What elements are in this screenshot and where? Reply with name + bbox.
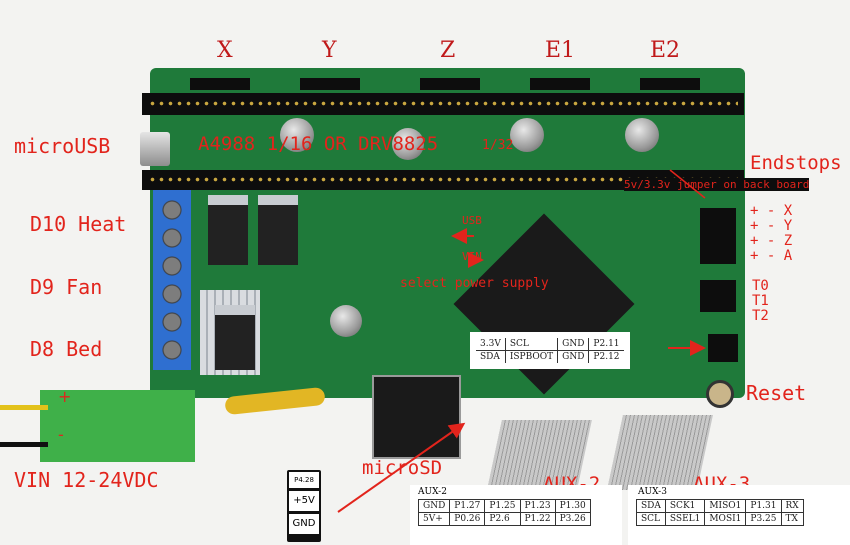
- axis-label-y: Y: [322, 38, 337, 63]
- table-cell: ISPBOOT: [504, 350, 559, 367]
- table-cell: MISO1: [704, 499, 747, 513]
- power-header-gnd: GND: [289, 514, 319, 534]
- power-wire-black: [0, 442, 48, 447]
- table-cell: TX: [780, 512, 804, 526]
- label-t1: T1: [752, 293, 769, 309]
- aux2-title: AUX-2: [418, 487, 447, 497]
- mosfet-2: [258, 195, 298, 265]
- endstop-header: [700, 208, 736, 264]
- axis-label-e2: E2: [650, 38, 681, 63]
- driver-header-top-pins: [148, 99, 738, 109]
- label-usb-supply: USB: [462, 214, 482, 227]
- label-microusb: microUSB: [14, 134, 111, 158]
- mosfet-1: [208, 195, 248, 265]
- axis-label-e1: E1: [545, 38, 576, 63]
- label-endstops: Endstops: [750, 152, 842, 174]
- aux3-pin-table: SDA SCK1 MISO1 P1.31 RX SCL SSEL1 MOSI1 …: [636, 499, 804, 526]
- capacitor-5: [330, 305, 362, 337]
- top-connector-z: [420, 78, 480, 90]
- capacitor-4: [625, 118, 659, 152]
- endstop-row-x: + - X: [750, 203, 793, 219]
- table-cell: GND: [557, 350, 590, 367]
- top-connector-e2: [640, 78, 700, 90]
- table-cell: 5V+: [417, 512, 451, 526]
- label-t2: T2: [752, 308, 769, 324]
- mosfet-3: [215, 305, 255, 370]
- table-cell: GND: [557, 334, 590, 351]
- table-cell: RX: [780, 499, 804, 513]
- table-cell: SDA: [472, 350, 506, 367]
- reset-button: [706, 380, 734, 408]
- label-d8-bed: D8 Bed: [30, 337, 103, 361]
- driver-note-fraction: 1/32: [482, 138, 514, 153]
- top-connector-y: [300, 78, 360, 90]
- table-row: 5V+ P0.26 P2.6 P1.22 P3.26: [417, 512, 591, 526]
- axis-label-z: Z: [440, 38, 456, 63]
- i2c-pin-table: 3.3V SCL GND P2.11 SDA ISPBOOT GND P2.12: [470, 332, 630, 369]
- table-row: GND P1.27 P1.25 P1.23 P1.30: [417, 499, 591, 513]
- label-select-supply: select power supply: [400, 276, 549, 291]
- table-cell: SDA: [636, 499, 666, 513]
- table-cell: SSEL1: [664, 512, 706, 526]
- i2c-header: [708, 334, 738, 362]
- thermistor-header: [700, 280, 736, 312]
- power-wire-yellow: [0, 405, 48, 410]
- microsd-slot: [372, 375, 461, 459]
- aux3-pin-panel: AUX-3 SDA SCK1 MISO1 P1.31 RX SCL SSEL1 …: [628, 485, 850, 545]
- table-cell: P3.26: [554, 512, 591, 526]
- driver-note: A4988 1/16 OR DRV8825: [198, 133, 439, 155]
- driver-header-bottom-pins: [148, 175, 738, 185]
- power-header-panel: P4.28 +5V GND: [287, 470, 321, 542]
- capacitor-1: [280, 118, 314, 152]
- table-cell: P1.23: [519, 499, 556, 513]
- table-cell: SCL: [636, 512, 666, 526]
- table-row: SDA ISPBOOT GND P2.12: [472, 350, 628, 367]
- table-cell: SCK1: [664, 499, 706, 513]
- table-row: SCL SSEL1 MOSI1 P3.25 TX: [636, 512, 804, 526]
- table-cell: P2.6: [484, 512, 521, 526]
- table-cell: P1.30: [554, 499, 591, 513]
- label-microsd: microSD: [362, 457, 443, 479]
- aux3-title: AUX-3: [638, 487, 667, 497]
- capacitor-3: [510, 118, 544, 152]
- endstop-row-y: + - Y: [750, 218, 793, 234]
- aux2-pin-panel: AUX-2 GND P1.27 P1.25 P1.23 P1.30 5V+ P0…: [410, 485, 622, 545]
- label-d10-heat: D10 Heat: [30, 212, 127, 236]
- aux2-pin-table: GND P1.27 P1.25 P1.23 P1.30 5V+ P0.26 P2…: [417, 499, 591, 526]
- power-header-5v: +5V: [289, 491, 319, 511]
- table-cell: GND: [417, 499, 451, 513]
- label-vin-supply: VIN: [462, 250, 482, 263]
- top-connector-e1: [530, 78, 590, 90]
- endstop-row-a: + - A: [750, 248, 793, 264]
- capacitor-2: [392, 128, 424, 160]
- table-cell: P1.31: [745, 499, 782, 513]
- jumper-note: 5v/3.3v jumper on back board: [624, 178, 810, 191]
- table-cell: P1.22: [519, 512, 556, 526]
- table-cell: P2.11: [588, 334, 628, 351]
- label-vin: VIN 12-24VDC: [14, 468, 159, 492]
- microusb-port: [140, 132, 170, 166]
- endstop-row-z: + - Z: [750, 233, 793, 249]
- table-row: 3.3V SCL GND P2.11: [472, 334, 628, 351]
- table-cell: P0.26: [449, 512, 486, 526]
- axis-label-x: X: [217, 38, 233, 63]
- table-row: SDA SCK1 MISO1 P1.31 RX: [636, 499, 804, 513]
- terminal-screws: [160, 196, 184, 366]
- table-cell: P3.25: [745, 512, 782, 526]
- label-d9-fan: D9 Fan: [30, 275, 103, 299]
- table-cell: SCL: [504, 334, 559, 351]
- top-connector-x: [190, 78, 250, 90]
- power-header-p428: P4.28: [289, 472, 319, 488]
- label-reset: Reset: [746, 381, 807, 405]
- table-cell: P2.12: [588, 350, 628, 367]
- table-cell: 3.3V: [472, 334, 506, 351]
- table-cell: MOSI1: [704, 512, 747, 526]
- table-cell: P1.27: [449, 499, 486, 513]
- table-cell: P1.25: [484, 499, 521, 513]
- label-t0: T0: [752, 278, 769, 294]
- power-input-terminal: [40, 390, 195, 462]
